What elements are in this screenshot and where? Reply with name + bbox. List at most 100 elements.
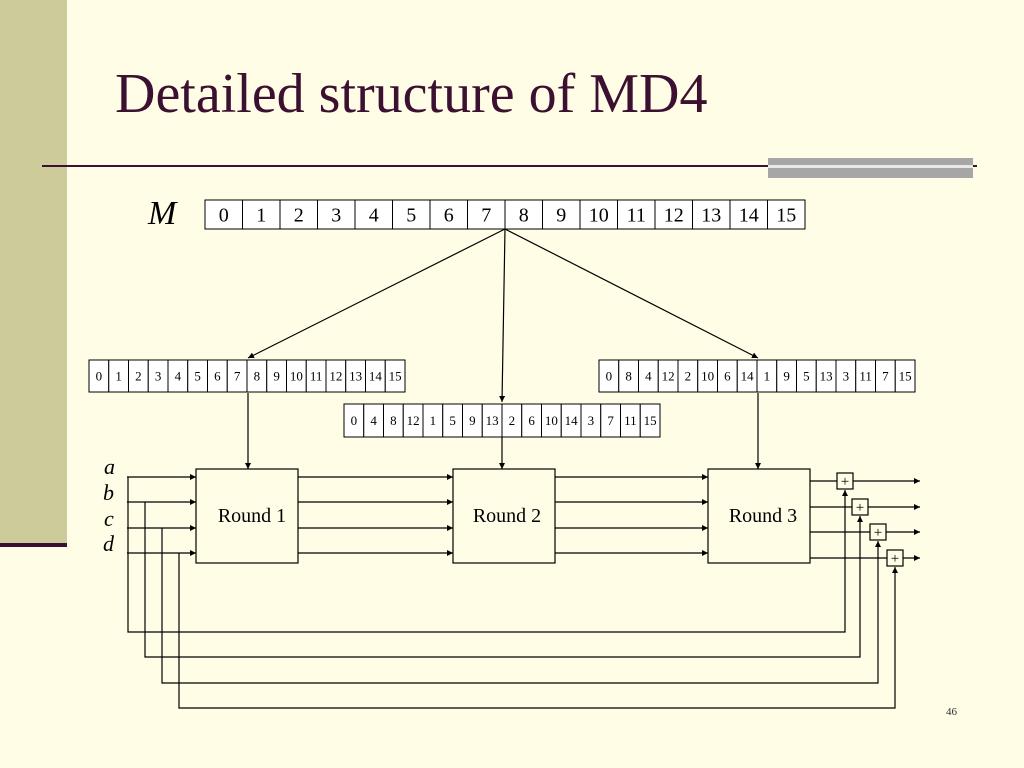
round3-order-cell-value: 1 xyxy=(764,369,771,384)
round-1-label: Round 1 xyxy=(218,505,286,527)
round2-order-cell-value: 3 xyxy=(588,413,595,428)
round1-order-cell: 10 xyxy=(286,359,307,393)
round3-order-cell: 13 xyxy=(815,359,837,393)
round1-order-cell-value: 1 xyxy=(115,369,122,384)
round3-order-cell-value: 5 xyxy=(803,369,810,384)
round3-order-cell-value: 2 xyxy=(685,369,692,384)
round3-order-cell: 4 xyxy=(638,359,659,393)
round-1-box: Round 1 xyxy=(195,468,299,564)
message-word-cell: 3 xyxy=(317,199,356,230)
adder-a-symbol: + xyxy=(841,474,849,490)
round3-order-cell: 15 xyxy=(894,359,916,393)
round3-order-cell-value: 13 xyxy=(820,369,833,384)
sidebar-band xyxy=(0,0,67,546)
round2-order-cell-value: 0 xyxy=(351,413,358,428)
message-word-cell: 11 xyxy=(617,199,656,230)
round2-order-cell: 10 xyxy=(541,403,562,438)
round1-order-cell: 9 xyxy=(266,359,287,393)
adder-a: + xyxy=(836,472,854,490)
accent-bar xyxy=(768,158,973,178)
round2-order-cell: 2 xyxy=(501,403,523,438)
round2-order-cell: 1 xyxy=(422,403,444,438)
message-word-cell: 15 xyxy=(767,199,806,230)
round2-order-cell: 0 xyxy=(343,403,365,438)
message-word-cell-value: 7 xyxy=(481,205,491,227)
round2-order-cell-value: 11 xyxy=(624,413,637,428)
round1-order-cell-value: 0 xyxy=(96,369,103,384)
round1-order-cell-value: 11 xyxy=(310,369,323,384)
message-word-cell-value: 10 xyxy=(589,205,609,227)
round1-order-cell-value: 10 xyxy=(290,369,303,384)
round3-order-cell-value: 10 xyxy=(701,369,714,384)
round3-order-cell-value: 12 xyxy=(662,369,675,384)
round2-order-cell: 12 xyxy=(402,403,424,438)
round1-order-cell-value: 12 xyxy=(329,369,342,384)
round2-order-cell: 8 xyxy=(383,403,404,438)
order-to-round-arrows xyxy=(245,393,761,469)
round2-order-cell-value: 4 xyxy=(370,413,377,428)
slide-title: Detailed structure of MD4 xyxy=(115,63,708,125)
message-word-cell: 10 xyxy=(579,199,618,230)
message-word-cell: 9 xyxy=(542,199,581,230)
round1-order-cell: 8 xyxy=(246,359,268,393)
adder-c-symbol: + xyxy=(874,525,882,541)
round3-order-cell-value: 0 xyxy=(606,369,613,384)
round3-order-cell-value: 11 xyxy=(859,369,872,384)
message-word-cell-value: 5 xyxy=(406,205,416,227)
round2-order-cell: 11 xyxy=(620,403,641,438)
message-word-cell: 6 xyxy=(429,199,468,230)
round3-order-cell-value: 7 xyxy=(882,369,889,384)
round3-order-cell-value: 8 xyxy=(625,369,632,384)
round1-order-cell-value: 3 xyxy=(155,369,162,384)
adder-d: + xyxy=(886,549,904,567)
round1-order-cell: 1 xyxy=(108,359,129,393)
message-word-cell-value: 3 xyxy=(331,205,341,227)
message-word-cell: 8 xyxy=(504,199,543,230)
message-word-cell-value: 12 xyxy=(664,205,684,227)
title-rule xyxy=(42,165,977,167)
round2-order-cell-value: 8 xyxy=(390,413,397,428)
round1-order-cell: 15 xyxy=(384,359,406,393)
round3-order-cell: 7 xyxy=(875,359,896,393)
message-word-cell-value: 1 xyxy=(256,205,266,227)
round1-order-cell-value: 2 xyxy=(135,369,142,384)
message-word-cell: 14 xyxy=(729,199,768,230)
round2-order-cell: 4 xyxy=(363,403,384,438)
round3-order-cell-value: 14 xyxy=(741,369,755,384)
round3-order-cell-value: 6 xyxy=(724,369,731,384)
input-a-label: a xyxy=(104,454,115,479)
round3-order-cell: 1 xyxy=(756,359,778,393)
round3-order-cell-value: 9 xyxy=(783,369,790,384)
round3-order-cell: 2 xyxy=(677,359,699,393)
round3-order-cell-value: 4 xyxy=(645,369,652,384)
round2-order-cell: 7 xyxy=(600,403,621,438)
round1-order-cell: 7 xyxy=(226,359,248,393)
round1-order-cell: 13 xyxy=(345,359,366,393)
round1-order-cell: 2 xyxy=(128,359,149,393)
sidebar-rule xyxy=(0,543,67,547)
round1-order-cell-value: 7 xyxy=(234,369,241,384)
message-word-cell: 0 xyxy=(204,199,243,230)
round2-order-cell: 9 xyxy=(462,403,483,438)
round1-order-cell: 12 xyxy=(325,359,347,393)
round2-order-cell-value: 7 xyxy=(607,413,614,428)
adder-b: + xyxy=(851,498,869,516)
round-3-box: Round 3 xyxy=(707,468,811,564)
round-2-label: Round 2 xyxy=(473,505,541,527)
round1-order-cell-value: 4 xyxy=(175,369,182,384)
round2-order-cell-value: 2 xyxy=(509,413,516,428)
message-word-cell-value: 14 xyxy=(739,205,759,227)
message-word-cell-value: 11 xyxy=(627,205,646,227)
round1-order-cell: 14 xyxy=(365,359,386,393)
message-word-cell-value: 4 xyxy=(369,205,379,227)
round2-order-cell: 15 xyxy=(639,403,661,438)
round1-order-cell: 6 xyxy=(207,359,228,393)
round1-order-cell-value: 5 xyxy=(194,369,201,384)
round1-order-cell: 5 xyxy=(187,359,208,393)
round3-order-cell: 9 xyxy=(776,359,797,393)
message-word-cell: 4 xyxy=(354,199,393,230)
round3-order-cell: 14 xyxy=(736,359,758,393)
